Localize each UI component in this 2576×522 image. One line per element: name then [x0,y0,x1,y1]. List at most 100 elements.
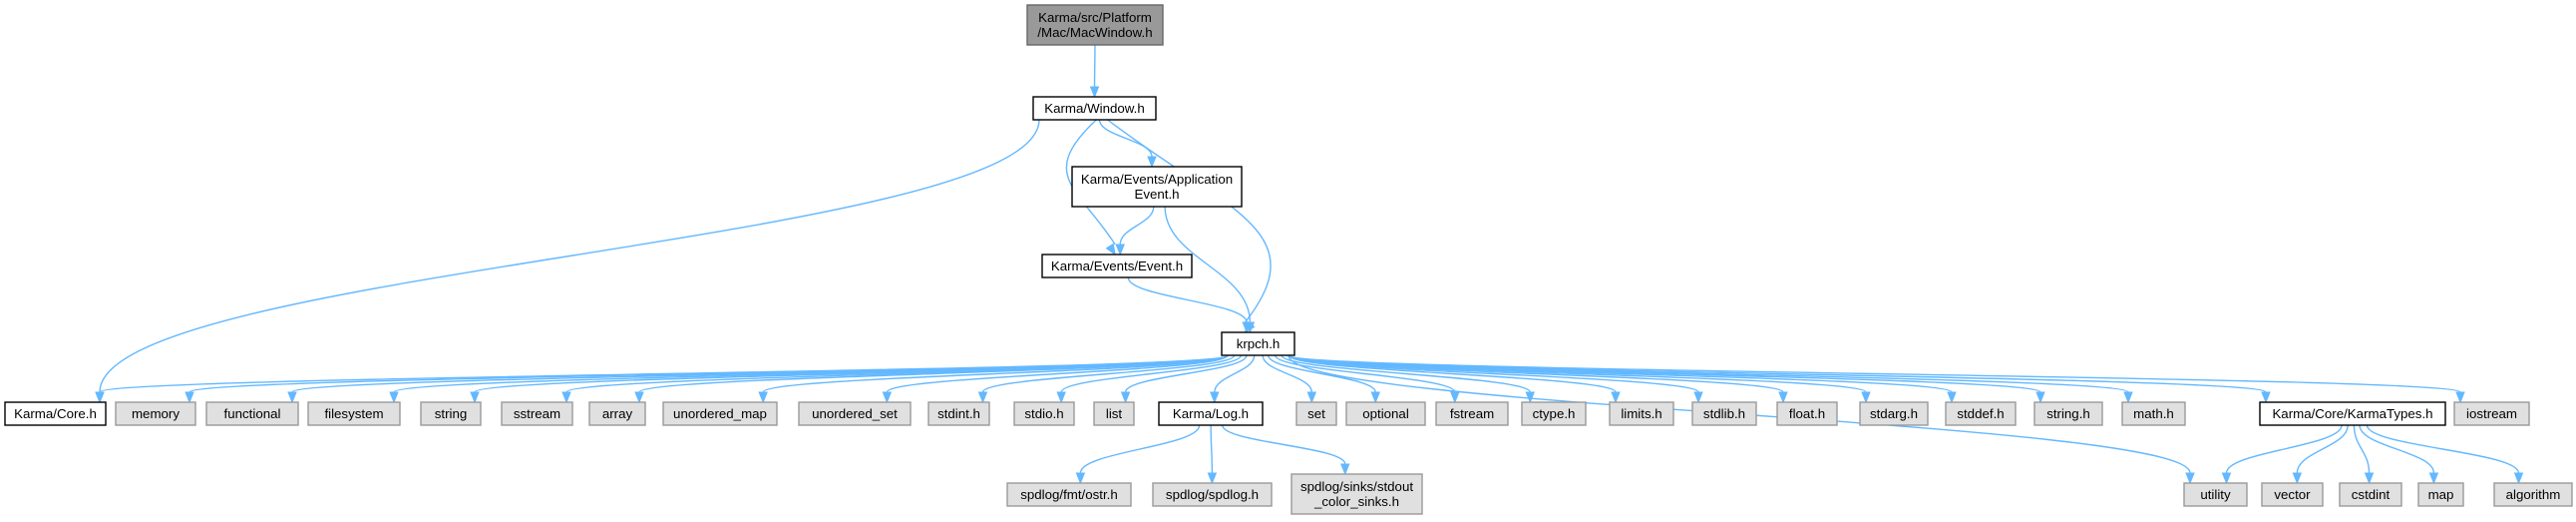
edge-arrowhead [2123,391,2133,404]
node-label-line: _color_sinks.h [1313,494,1399,509]
edge-line [2225,424,2343,474]
node-float-h[interactable]: float.h [1776,401,1838,426]
node-filesystem[interactable]: filesystem [307,401,401,426]
node-event[interactable]: Karma/Events/Event.h [1041,254,1193,278]
node-label-line: string [435,406,468,421]
node-label-line: sstream [514,406,560,421]
node-core[interactable]: Karma/Core.h [4,401,107,426]
node-memory[interactable]: memory [115,401,196,426]
node-iostream[interactable]: iostream [2453,401,2530,426]
node-sstream[interactable]: sstream [501,401,573,426]
node-box [1945,401,2017,426]
node-box [1691,401,1757,426]
node-unordered-map[interactable]: unordered_map [662,401,778,426]
node-box [501,401,573,426]
node-stdarg-h[interactable]: stdarg.h [1859,401,1929,426]
node-stdout-sinks[interactable]: spdlog/sinks/stdout_color_sinks.h [1290,473,1423,515]
edge-line [1222,424,1346,465]
edge-krpch-to-unordered_set [882,354,1229,404]
node-box [307,401,401,426]
node-box [1041,254,1193,278]
node-label-line: unordered_set [812,406,898,421]
node-label-line: krpch.h [1237,336,1281,351]
node-set[interactable]: set [1295,401,1337,426]
node-label-line: map [2428,487,2454,502]
node-stdlib-h[interactable]: stdlib.h [1691,401,1757,426]
edge-line [2296,424,2349,474]
node-box [4,401,107,426]
edge-line [1262,354,1313,393]
node-log[interactable]: Karma/Log.h [1158,401,1264,426]
node-stddef-h[interactable]: stddef.h [1945,401,2017,426]
node-unordered-set[interactable]: unordered_set [798,401,912,426]
node-optional[interactable]: optional [1345,401,1426,426]
edge-karmatypes-to-map [2359,424,2439,485]
edge-arrowhead [1370,391,1380,404]
node-box [2121,401,2186,426]
edge-arrowhead [1242,321,1252,334]
node-utility[interactable]: utility [2183,482,2248,507]
node-karmatypes[interactable]: Karma/Core/KarmaTypes.h [2259,401,2446,426]
edge-arrowhead [1075,472,1086,485]
edge-arrowhead [1861,391,1871,404]
edge-arrowhead [1693,391,1703,404]
node-algorithm[interactable]: algorithm [2493,482,2573,507]
node-label-line: spdlog/fmt/ostr.h [1020,487,1118,502]
node-spdlog[interactable]: spdlog/spdlog.h [1152,482,1273,507]
edge-krpch-to-unordered_map [758,354,1229,404]
edge-arrowhead [2035,391,2045,404]
node-window[interactable]: Karma/Window.h [1032,96,1157,121]
edge-line [1288,354,2461,393]
node-label-line: string.h [2046,406,2090,421]
edge-arrowhead [2185,472,2195,485]
edge-arrowhead [882,391,893,404]
edge-arrowhead [1207,472,1218,485]
node-label-line: Karma/Log.h [1173,406,1249,421]
node-stdio-h[interactable]: stdio.h [1013,401,1075,426]
node-array[interactable]: array [588,401,646,426]
edge-line [1079,424,1201,474]
node-vector[interactable]: vector [2261,482,2324,507]
node-map[interactable]: map [2417,482,2464,507]
node-label-line: cstdint [2352,487,2391,502]
node-string-h[interactable]: string.h [2033,401,2103,426]
node-functional[interactable]: functional [205,401,299,426]
node-label-line: Event.h [1134,187,1179,202]
node-fstream[interactable]: fstream [1435,401,1509,426]
node-list[interactable]: list [1093,401,1135,426]
node-label-line: limits.h [1621,406,1661,421]
node-label-line: vector [2274,487,2311,502]
node-cstdint[interactable]: cstdint [2339,482,2402,507]
node-box [2453,401,2530,426]
node-math-h[interactable]: math.h [2121,401,2186,426]
edge-macwindow-to-window [1089,44,1100,99]
node-fmt-ostr[interactable]: spdlog/fmt/ostr.h [1006,482,1132,507]
node-label-line: float.h [1789,406,1825,421]
node-ctype-h[interactable]: ctype.h [1521,401,1587,426]
node-string[interactable]: string [420,401,482,426]
node-box [1521,401,1587,426]
edge-log-to-spdlog [1207,424,1218,485]
node-label-line: /Mac/MacWindow.h [1037,25,1152,40]
edge-line [1214,354,1256,393]
edge-line [1107,119,1272,323]
edge-arrowhead [2261,391,2271,404]
node-box [1345,401,1426,426]
node-label-line: filesystem [324,406,383,421]
node-box [798,401,912,426]
node-box [1071,166,1243,208]
edge-line [1288,354,2267,393]
edge-line [1098,119,1153,158]
node-label-line: ctype.h [1533,406,1576,421]
edge-karmatypes-to-vector [2292,424,2349,485]
node-stdint-h[interactable]: stdint.h [927,401,990,426]
nodes-layer: Karma/src/Platform/Mac/MacWindow.hKarma/… [4,4,2573,515]
edge-arrowhead [95,391,105,404]
edge-arrowhead [1778,391,1788,404]
node-limits-h[interactable]: limits.h [1609,401,1674,426]
node-label-line: optional [1362,406,1409,421]
node-krpch[interactable]: krpch.h [1221,331,1295,356]
node-box [662,401,778,426]
